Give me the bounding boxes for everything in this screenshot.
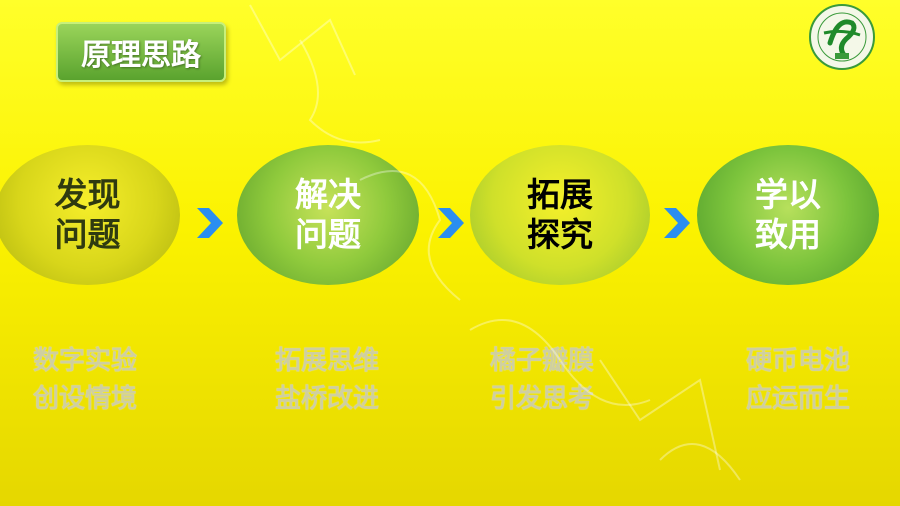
caption-line1: 拓展思维 bbox=[274, 346, 379, 376]
step-label-line2: 问题 bbox=[54, 215, 121, 254]
caption-line2: 创设情境 bbox=[32, 383, 137, 414]
step-circle-solve: 解决 问题 bbox=[237, 145, 419, 285]
step-label-line1: 拓展 bbox=[527, 175, 593, 215]
step-caption-solve: 拓展思维 盐桥改进 bbox=[237, 343, 417, 418]
caption-line1: 数字实验 bbox=[32, 346, 137, 376]
caption-line1: 硬币电池 bbox=[745, 346, 850, 376]
caption-line2: 引发思考 bbox=[489, 383, 594, 414]
slide-title: 原理思路 bbox=[56, 22, 226, 82]
step-caption-discover: 数字实验 创设情境 bbox=[0, 343, 175, 418]
step-label-line2: 致用 bbox=[755, 215, 821, 254]
caption-line2: 盐桥改进 bbox=[274, 383, 379, 414]
school-logo-icon bbox=[809, 4, 875, 70]
step-label-line1: 发现 bbox=[54, 175, 121, 215]
chevron-right-icon bbox=[438, 208, 464, 238]
chevron-right-icon bbox=[664, 208, 690, 238]
step-circle-apply: 学以 致用 bbox=[697, 145, 879, 285]
chevron-right-icon bbox=[197, 208, 223, 238]
caption-line1: 橘子瓣膜 bbox=[489, 346, 594, 376]
step-circle-discover: 发现 问题 bbox=[0, 145, 180, 285]
step-label-line1: 解决 bbox=[295, 175, 361, 215]
step-caption-apply: 硬币电池 应运而生 bbox=[708, 343, 888, 418]
step-circle-explore: 拓展 探究 bbox=[470, 145, 650, 285]
step-label-line2: 探究 bbox=[527, 215, 593, 254]
caption-line2: 应运而生 bbox=[745, 383, 850, 414]
step-caption-explore: 橘子瓣膜 引发思考 bbox=[452, 343, 632, 418]
step-label-line2: 问题 bbox=[295, 215, 361, 254]
step-label-line1: 学以 bbox=[755, 175, 821, 215]
